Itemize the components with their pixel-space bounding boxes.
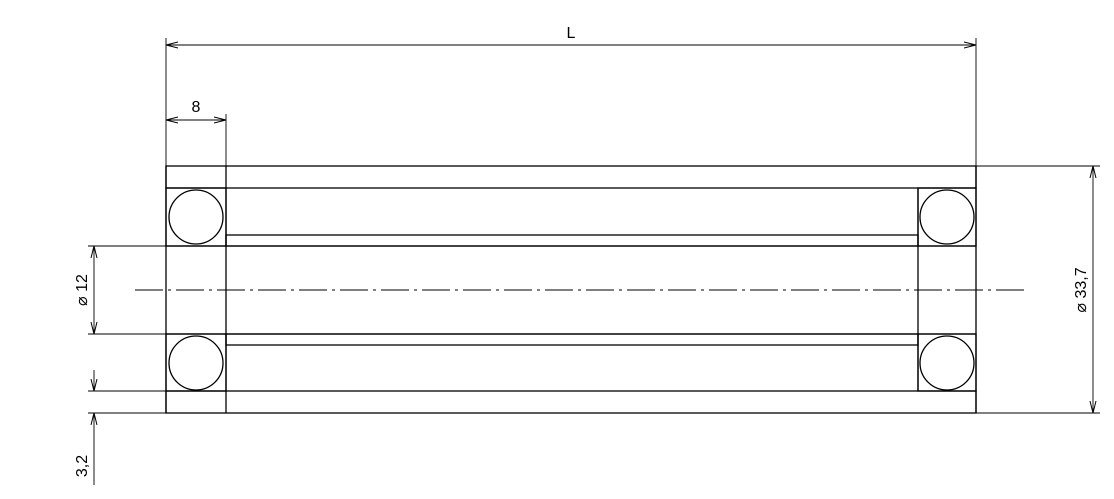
- right-bearing: [917, 187, 977, 392]
- inner-diameter-label: ⌀ 12: [74, 274, 91, 306]
- bearing-width-label: 8: [192, 99, 201, 116]
- dimension-outer-diameter: ⌀ 33,7: [976, 165, 1100, 414]
- left-bearing: [165, 166, 227, 413]
- bore-lines: [226, 245, 918, 335]
- dimension-inner-diameter: ⌀ 12: [74, 245, 166, 335]
- length-label: L: [567, 25, 576, 42]
- dimension-wall-thickness: 3,2: [74, 370, 166, 485]
- dimension-bearing-width: 8: [166, 99, 227, 166]
- wall-thickness-label: 3,2: [74, 455, 91, 477]
- outer-diameter-label: ⌀ 33,7: [1073, 267, 1090, 312]
- dimension-length: L: [165, 25, 977, 166]
- outer-tube: [165, 165, 977, 414]
